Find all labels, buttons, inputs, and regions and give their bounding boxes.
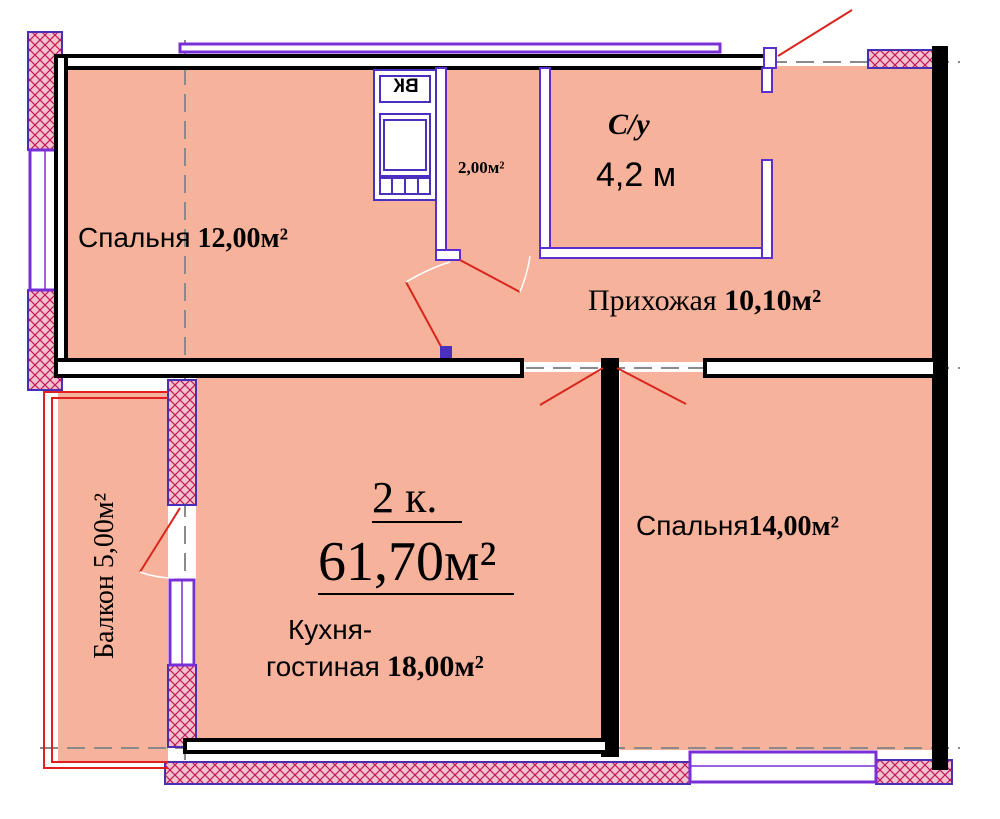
closet-area: 2,00м² — [458, 158, 505, 177]
doors — [139, 9, 853, 579]
hallway-label: Прихожая 10,10м² — [588, 284, 821, 318]
door-stop — [440, 346, 452, 358]
kitchen-area: 18,00м² — [386, 650, 484, 683]
top-wall — [54, 54, 772, 70]
bedroom-left-door — [405, 281, 445, 353]
window-bottom — [688, 750, 878, 784]
hallway-door-right — [616, 367, 687, 405]
bottom-masonry-left — [164, 761, 691, 785]
windows — [28, 42, 878, 784]
kitchen-name-line2: гостиная — [266, 651, 380, 682]
entrance-jamb — [763, 47, 777, 69]
balcony-fill — [58, 392, 168, 762]
hallway-fill — [540, 66, 932, 362]
kitchen-fill — [196, 372, 610, 744]
closet-partition — [435, 67, 447, 261]
room-fills — [58, 66, 932, 762]
bathroom-right-partition-lower — [761, 159, 773, 259]
bottom-wall — [183, 738, 615, 754]
bedroom-right-area: 14,00м² — [748, 511, 839, 542]
kitchen-label-line2: гостиная 18,00м² — [266, 650, 484, 684]
bedroom-right-label: Спальня14,00м² — [636, 510, 839, 543]
balcony-outline — [43, 391, 168, 769]
hallway-door-left — [539, 367, 604, 406]
closet-partition-foot — [435, 249, 461, 261]
bathroom-area: 4,2 м — [596, 156, 677, 194]
hallway-name: Прихожая — [588, 284, 717, 317]
middle-wall-left — [54, 358, 524, 378]
balcony-door — [139, 507, 181, 573]
bedroom-left-area: 12,00м² — [197, 223, 288, 254]
bedroom-right-fill — [620, 372, 932, 750]
bathroom-left-partition — [539, 67, 551, 257]
window-top — [178, 42, 722, 54]
balcony-wall-lower — [167, 664, 197, 748]
bedroom-left-fill — [62, 66, 542, 362]
bedroom-left-label: Спальня 12,00м² — [78, 222, 288, 255]
bathroom-name: С/у — [608, 108, 650, 141]
bedroom-right-name: Спальня — [636, 510, 749, 541]
partitions — [435, 67, 773, 261]
apartment-type: 2 к. — [372, 473, 438, 522]
boiler-unit — [373, 69, 437, 201]
entrance-door — [777, 9, 853, 57]
hallway-area: 10,10м² — [724, 284, 822, 317]
right-wall-fill — [936, 50, 944, 766]
left-wall — [54, 54, 68, 374]
kitchen-name-line1: Кухня- — [288, 614, 373, 645]
bedroom-left-name: Спальня — [78, 222, 191, 253]
top-right-masonry — [867, 49, 935, 69]
apartment-total-area: 61,70м² — [318, 531, 497, 593]
balcony-wall-upper — [167, 379, 197, 506]
bathroom-right-partition-upper — [761, 67, 773, 93]
middle-wall-right — [703, 358, 937, 378]
bathroom-bottom-partition — [539, 247, 771, 259]
balcony-name: Балкон — [89, 575, 120, 660]
balcony-area: 5,00м² — [89, 493, 120, 569]
boiler-label: ВК — [393, 76, 419, 97]
closet-door — [459, 259, 521, 293]
center-wall-fill — [605, 362, 615, 753]
balcony-label: Балкон 5,00м² — [89, 441, 121, 711]
